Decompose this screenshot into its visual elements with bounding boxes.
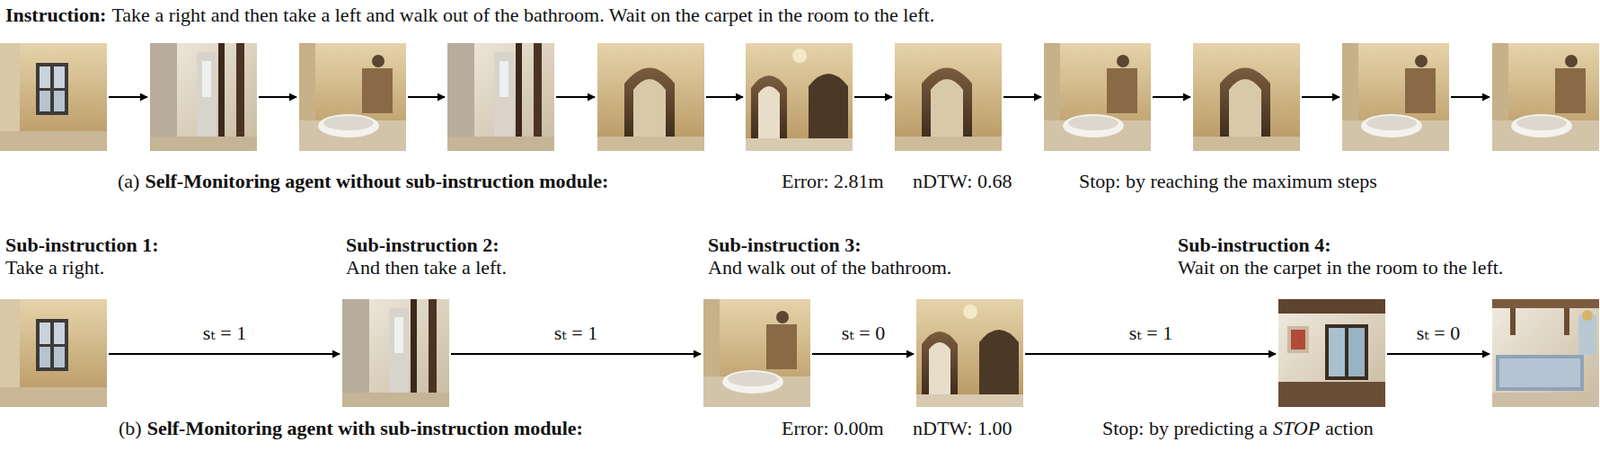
view-thumbnail bbox=[1278, 299, 1386, 407]
view-thumbnail bbox=[703, 299, 811, 407]
instruction-heading: Instruction: bbox=[5, 3, 107, 27]
panel-tag: (a) bbox=[117, 169, 140, 193]
step-arrow bbox=[556, 96, 595, 98]
metric-value: Error: 2.81m bbox=[781, 169, 884, 193]
view-thumbnail bbox=[447, 43, 555, 151]
view-thumbnail bbox=[1342, 43, 1450, 151]
panel-tag: (b) bbox=[118, 416, 142, 440]
sub-instruction-text: And walk out of the bathroom. bbox=[707, 256, 952, 279]
sub-instruction-heading: Sub-instruction 2: bbox=[345, 233, 500, 257]
view-thumbnail bbox=[894, 43, 1002, 151]
state-value: sₜ = 1 bbox=[203, 321, 247, 345]
state-value: sₜ = 1 bbox=[554, 321, 598, 345]
step-arrow bbox=[706, 96, 743, 98]
sub-step-arrows bbox=[108, 353, 1490, 355]
view-thumbnail bbox=[1492, 43, 1600, 151]
view-thumbnail bbox=[150, 43, 257, 151]
stop-note: Stop: by reaching the maximum steps bbox=[1078, 169, 1378, 193]
sub-instruction-heading: Sub-instruction 3: bbox=[707, 233, 862, 257]
step-arrow bbox=[407, 96, 445, 98]
action-name: STOP bbox=[1272, 416, 1320, 440]
panel-title: Self-Monitoring agent without sub-instru… bbox=[144, 169, 609, 193]
sub-instruction-heading: Sub-instruction 1: bbox=[5, 233, 160, 257]
view-thumbnail bbox=[597, 43, 705, 151]
step-arrow bbox=[812, 353, 914, 355]
stop-note: Stop: by predicting a bbox=[1102, 416, 1268, 440]
step-arrow bbox=[1152, 96, 1191, 98]
sub-instruction-text: Take a right. bbox=[5, 256, 105, 279]
step-arrows bbox=[108, 96, 1490, 98]
metric-value: Error: 0.00m bbox=[781, 416, 884, 440]
state-value: sₜ = 0 bbox=[841, 321, 885, 345]
step-arrow bbox=[1387, 353, 1490, 355]
view-thumbnail bbox=[299, 43, 407, 151]
view-thumbnail bbox=[1043, 43, 1151, 151]
step-arrow bbox=[108, 353, 340, 355]
sub-instruction-text: Wait on the carpet in the room to the le… bbox=[1177, 256, 1503, 279]
state-value: sₜ = 0 bbox=[1416, 321, 1460, 345]
view-thumbnail bbox=[745, 43, 853, 151]
step-arrow bbox=[450, 353, 701, 355]
sub-instruction-text: And then take a left. bbox=[345, 256, 507, 279]
view-thumbnail bbox=[1492, 299, 1600, 407]
step-arrow bbox=[1450, 96, 1490, 98]
step-arrow bbox=[258, 96, 297, 98]
view-thumbnail bbox=[1193, 43, 1300, 151]
view-thumbnail bbox=[0, 43, 107, 151]
view-thumbnail bbox=[342, 299, 450, 407]
step-arrow bbox=[1301, 96, 1340, 98]
step-arrow bbox=[1003, 96, 1042, 98]
panel-title: Self-Monitoring agent with sub-instructi… bbox=[147, 416, 584, 440]
view-thumbnail bbox=[916, 299, 1024, 407]
sub-instruction-heading: Sub-instruction 4: bbox=[1177, 233, 1332, 257]
step-arrow bbox=[854, 96, 893, 98]
step-arrow bbox=[108, 96, 148, 98]
instruction-text: Take a right and then take a left and wa… bbox=[111, 3, 935, 27]
stop-note: action bbox=[1325, 416, 1374, 440]
metric-value: nDTW: 0.68 bbox=[912, 169, 1012, 193]
step-arrow bbox=[1025, 353, 1276, 355]
metric-value: nDTW: 1.00 bbox=[912, 416, 1012, 440]
view-thumbnail bbox=[0, 299, 107, 407]
state-value: sₜ = 1 bbox=[1129, 321, 1173, 345]
